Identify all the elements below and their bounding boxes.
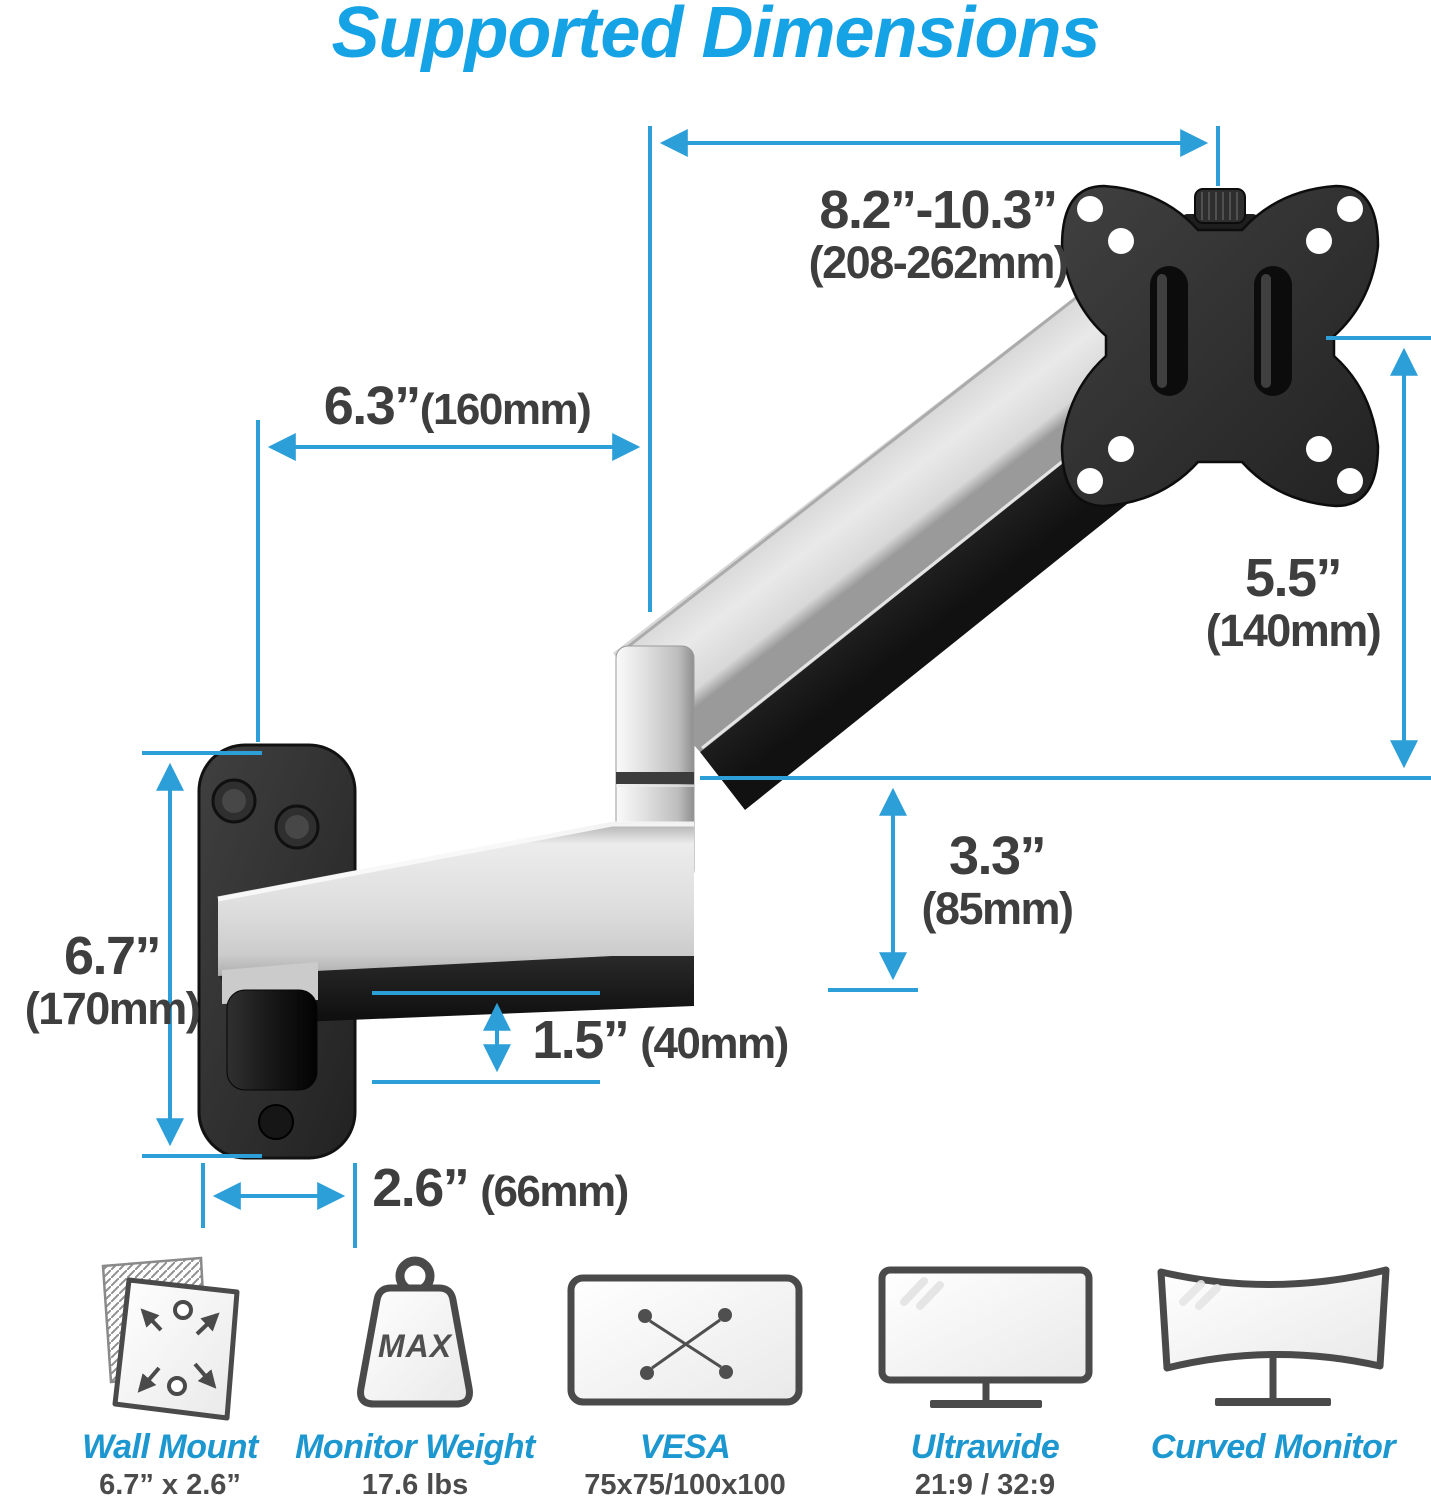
feature-monitor-weight-value: 17.6 lbs [361, 1469, 469, 1500]
lower-arm [217, 821, 694, 1091]
wall-hinge [226, 989, 318, 1091]
dimension-lines [142, 126, 1431, 1248]
dimension-plate-height-mm: (170mm) [24, 983, 201, 1035]
page-title: Supported Dimensions [331, 0, 1100, 73]
wall-plate-hole [258, 1104, 294, 1140]
dimension-arm-reach-value: 8.2”-10.3” [819, 180, 1058, 240]
feature-vesa-label: VESA [639, 1428, 731, 1466]
vesa-pattern-icon [555, 1256, 815, 1422]
monitor-arm-dimension-diagram [142, 126, 1431, 1248]
dimension-elbow-height-mm: (85mm) [921, 883, 1074, 935]
vesa-thumbscrew [1194, 188, 1246, 224]
dimension-arm-reach: 8.2”-10.3” (208-262mm) [808, 180, 1069, 289]
ultrawide-monitor-icon [845, 1256, 1125, 1422]
feature-curved-monitor: Curved Monitor [1125, 1256, 1421, 1500]
dimension-plate-width-mm: (66mm) [480, 1167, 629, 1216]
vesa-screw-holes [1077, 196, 1363, 494]
feature-monitor-weight-label: Monitor Weight [295, 1428, 535, 1466]
weight-max-text: MAX [378, 1328, 453, 1364]
feature-vesa: VESA 75x75/100x100 [555, 1256, 815, 1500]
dimension-elbow-height: 3.3” (85mm) [921, 826, 1074, 935]
feature-curved-monitor-label: Curved Monitor [1150, 1428, 1396, 1466]
dimension-lower-arm: 6.3”(160mm) [323, 376, 592, 436]
feature-wall-mount-value: 6.7” x 2.6” [99, 1469, 241, 1500]
feature-wall-mount-label: Wall Mount [82, 1428, 258, 1466]
weight-max-icon: MAX [295, 1256, 535, 1422]
dimension-plate-height: 6.7” (170mm) [24, 926, 201, 1035]
dimension-vesa-height: 5.5” (140mm) [1205, 548, 1382, 657]
feature-ultrawide-value: 21:9 / 32:9 [914, 1469, 1056, 1500]
dimension-vesa-height-mm: (140mm) [1205, 605, 1382, 657]
feature-ultrawide-label: Ultrawide [910, 1428, 1060, 1466]
dimension-arm-thickness-mm: (40mm) [640, 1019, 789, 1068]
dimension-lower-arm-mm: (160mm) [419, 385, 592, 434]
vesa-plate [1060, 184, 1380, 508]
feature-ultrawide: Ultrawide 21:9 / 32:9 [845, 1256, 1125, 1500]
feature-wall-mount: Wall Mount 6.7” x 2.6” [60, 1256, 280, 1500]
dimension-plate-width: 2.6”(66mm) [372, 1158, 629, 1218]
dimension-arm-thickness: 1.5”(40mm) [532, 1010, 789, 1070]
curved-monitor-icon [1125, 1256, 1421, 1422]
dimension-plate-width-value: 2.6” [372, 1158, 470, 1218]
dimension-vesa-height-value: 5.5” [1244, 548, 1343, 608]
dimension-plate-height-value: 6.7” [63, 926, 162, 986]
vesa-slots [1150, 266, 1292, 396]
wall-mount-icon [60, 1256, 280, 1422]
dimension-lower-arm-value: 6.3” [323, 376, 422, 436]
feature-monitor-weight: MAX Monitor Weight 17.6 lbs [295, 1256, 535, 1500]
dimension-elbow-height-value: 3.3” [948, 826, 1047, 886]
dimension-arm-thickness-value: 1.5” [532, 1010, 630, 1070]
dimension-arm-reach-mm: (208-262mm) [808, 237, 1069, 289]
feature-vesa-value: 75x75/100x100 [584, 1469, 786, 1500]
